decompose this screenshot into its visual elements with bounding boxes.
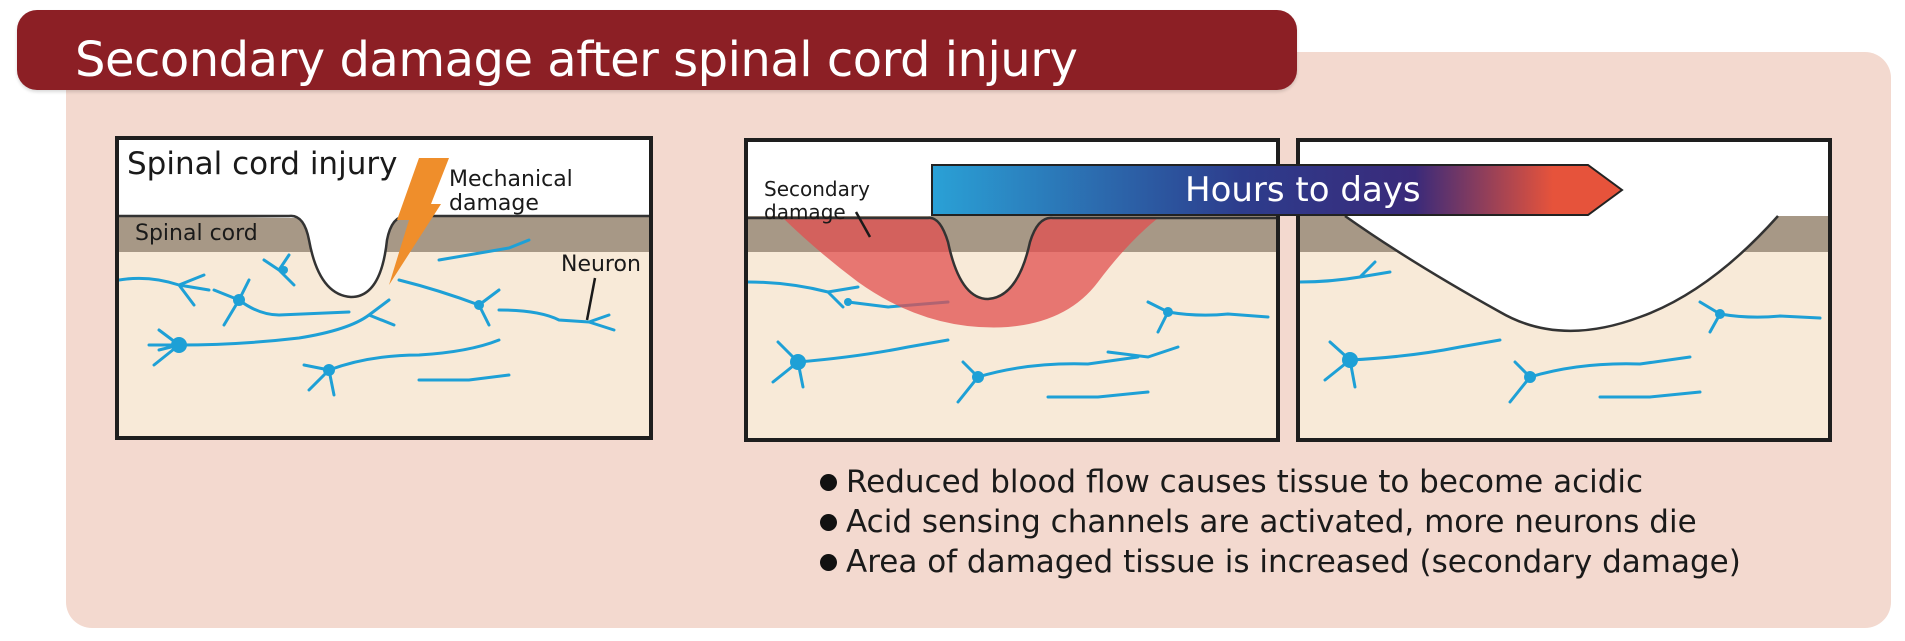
bullet-item: Reduced blood flow causes tissue to beco…: [820, 462, 1741, 502]
bullet-icon: [820, 473, 837, 491]
page-title: Secondary damage after spinal cord injur…: [75, 32, 1078, 88]
timeline-arrow: Hours to days: [930, 163, 1624, 217]
bullet-icon: [820, 513, 837, 531]
timeline-label: Hours to days: [1185, 170, 1421, 210]
neuron-label: Neuron: [561, 252, 641, 277]
bullet-item: Area of damaged tissue is increased (sec…: [820, 542, 1741, 582]
injury-illustration: [119, 140, 649, 436]
damage-zone: [783, 217, 1158, 328]
bullet-list: Reduced blood flow causes tissue to beco…: [820, 462, 1741, 582]
panel-spinal-cord-injury: Spinal cord injury Mechanical damage Spi…: [115, 136, 653, 440]
bullet-item: Acid sensing channels are activated, mor…: [820, 502, 1741, 542]
spinal-cord-label: Spinal cord: [135, 221, 258, 246]
bullet-icon: [820, 553, 837, 571]
title-banner: Secondary damage after spinal cord injur…: [17, 10, 1297, 90]
mechanical-damage-label: Mechanical damage: [449, 167, 573, 216]
panel-heading: Spinal cord injury: [127, 146, 398, 182]
lightning-icon: [389, 158, 449, 285]
secondary-damage-label: Secondary damage: [764, 177, 870, 224]
